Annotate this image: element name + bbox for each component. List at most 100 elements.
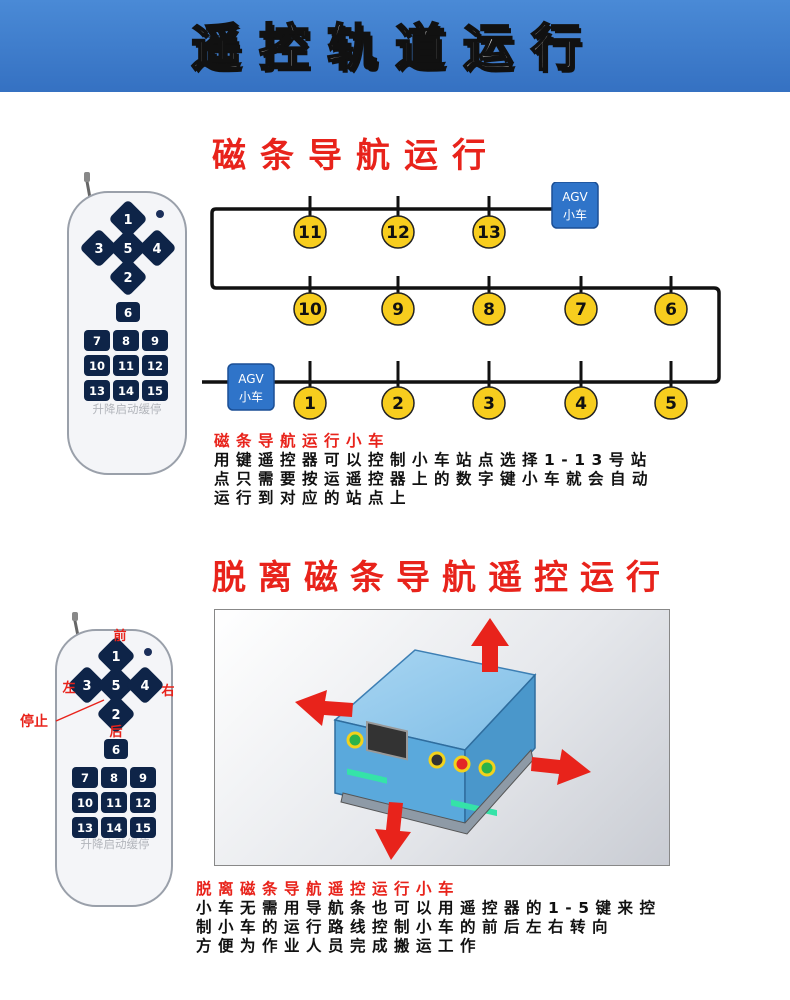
key-10[interactable]: 10 — [84, 355, 110, 376]
station-12: 12 — [381, 196, 415, 249]
remote-footer-label: 升降启动缓停 — [93, 402, 162, 416]
key-1[interactable]: 1 — [96, 636, 136, 676]
key-12[interactable]: 12 — [142, 355, 168, 376]
svg-text:11: 11 — [298, 223, 322, 243]
station-3: 3 — [472, 361, 506, 420]
agv-tag-bottom: AGV 小车 — [227, 363, 275, 411]
station-8: 8 — [472, 276, 506, 326]
section1-desc-line: 运行到对应的站点上 — [214, 489, 413, 507]
header-banner: 遥控轨道运行 — [0, 0, 790, 92]
magnetic-track-line — [202, 207, 721, 384]
key-12[interactable]: 12 — [130, 792, 156, 813]
section2-desc-line: 制小车的运行路线控制小车的前后左右转向 — [196, 918, 615, 936]
key-3[interactable]: 3 — [67, 665, 107, 705]
station-10: 10 — [293, 276, 327, 326]
svg-text:8: 8 — [483, 300, 495, 320]
key-8[interactable]: 8 — [113, 330, 139, 351]
key-5[interactable]: 5 — [108, 228, 148, 268]
svg-text:10: 10 — [298, 300, 322, 320]
key-6[interactable]: 6 — [116, 302, 140, 322]
agv-tag-top: AGV 小车 — [551, 182, 599, 229]
svg-text:2: 2 — [111, 708, 120, 723]
agv-tag-top-line2: 小车 — [563, 207, 587, 222]
agv-tag-top-line1: AGV — [562, 190, 588, 204]
label-back: 后 — [109, 724, 122, 740]
key-5[interactable]: 5 — [96, 665, 136, 705]
key-6[interactable]: 6 — [104, 739, 128, 759]
agv-product-photo — [214, 609, 670, 866]
svg-text:1: 1 — [304, 394, 316, 414]
svg-text:2: 2 — [123, 271, 132, 286]
svg-text:3: 3 — [483, 394, 495, 414]
key-11[interactable]: 11 — [101, 792, 127, 813]
station-6: 6 — [654, 276, 688, 326]
svg-text:9: 9 — [151, 334, 159, 348]
key-2[interactable]: 2 — [96, 694, 136, 734]
svg-text:3: 3 — [94, 242, 103, 257]
svg-text:1: 1 — [123, 213, 132, 228]
key-7[interactable]: 7 — [72, 767, 98, 788]
key-2[interactable]: 2 — [108, 257, 148, 297]
key-14[interactable]: 14 — [113, 380, 139, 401]
key-7[interactable]: 7 — [84, 330, 110, 351]
svg-text:15: 15 — [135, 821, 151, 835]
section1-desc-title: 磁条导航运行小车 — [214, 432, 391, 450]
svg-text:11: 11 — [118, 359, 134, 373]
section2-desc-line: 小车无需用导航条也可以用遥控器的1-5键来控 — [196, 899, 662, 917]
svg-text:15: 15 — [147, 384, 163, 398]
svg-text:2: 2 — [392, 394, 404, 414]
svg-text:6: 6 — [665, 300, 677, 320]
key-15[interactable]: 15 — [130, 817, 156, 838]
section1-desc-line: 点只需要按运遥控器上的数字键小车就会自动 — [214, 470, 655, 488]
key-14[interactable]: 14 — [101, 817, 127, 838]
arrow-left-icon — [295, 690, 353, 726]
svg-text:7: 7 — [81, 771, 89, 785]
svg-text:14: 14 — [118, 384, 134, 398]
arrow-down-icon — [375, 802, 411, 860]
key-13[interactable]: 13 — [72, 817, 98, 838]
svg-text:12: 12 — [386, 223, 410, 243]
agv-tag-bottom-line1: AGV — [238, 372, 264, 386]
station-9: 9 — [381, 276, 415, 326]
direction-arrows — [295, 618, 591, 860]
label-left: 左 — [62, 680, 75, 696]
key-13[interactable]: 13 — [84, 380, 110, 401]
key-11[interactable]: 11 — [113, 355, 139, 376]
key-9[interactable]: 9 — [142, 330, 168, 351]
agv-illustration — [295, 618, 591, 860]
svg-text:6: 6 — [112, 743, 120, 757]
key-10[interactable]: 10 — [72, 792, 98, 813]
svg-text:12: 12 — [135, 796, 151, 810]
section2-desc-line: 方便为作业人员完成搬运工作 — [196, 937, 483, 955]
section2-description: 脱离磁条导航遥控运行小车 小车无需用导航条也可以用遥控器的1-5键来控 制小车的… — [196, 880, 776, 956]
svg-text:8: 8 — [122, 334, 130, 348]
svg-text:8: 8 — [110, 771, 118, 785]
station-1: 1 — [293, 361, 327, 420]
key-9[interactable]: 9 — [130, 767, 156, 788]
station-11: 11 — [293, 196, 327, 249]
svg-text:10: 10 — [89, 359, 105, 373]
label-stop: 停止 — [20, 713, 48, 730]
svg-text:4: 4 — [140, 679, 149, 694]
station-4: 4 — [564, 361, 598, 420]
key-1[interactable]: 1 — [108, 199, 148, 239]
direction-labels: 前 左 右 后 停止 — [20, 628, 175, 740]
section2-desc-title: 脱离磁条导航遥控运行小车 — [196, 880, 461, 898]
label-right: 右 — [160, 683, 174, 699]
banner-title: 遥控轨道运行 — [190, 18, 599, 78]
svg-text:5: 5 — [665, 394, 677, 414]
section2-title: 脱离磁条导航遥控运行 — [212, 558, 672, 598]
key-3[interactable]: 3 — [79, 228, 119, 268]
key-8[interactable]: 8 — [101, 767, 127, 788]
arrow-right-icon — [531, 749, 591, 785]
svg-text:10: 10 — [77, 796, 93, 810]
key-15[interactable]: 15 — [142, 380, 168, 401]
section1-description: 磁条导航运行小车 用键遥控器可以控制小车站点选择1-13号站 点只需要按运遥控器… — [214, 432, 754, 508]
key-4[interactable]: 4 — [137, 228, 177, 268]
station-5: 5 — [654, 361, 688, 420]
key-4[interactable]: 4 — [125, 665, 165, 705]
section1-desc-line: 用键遥控器可以控制小车站点选择1-13号站 — [214, 451, 653, 469]
led-indicator — [156, 210, 164, 218]
